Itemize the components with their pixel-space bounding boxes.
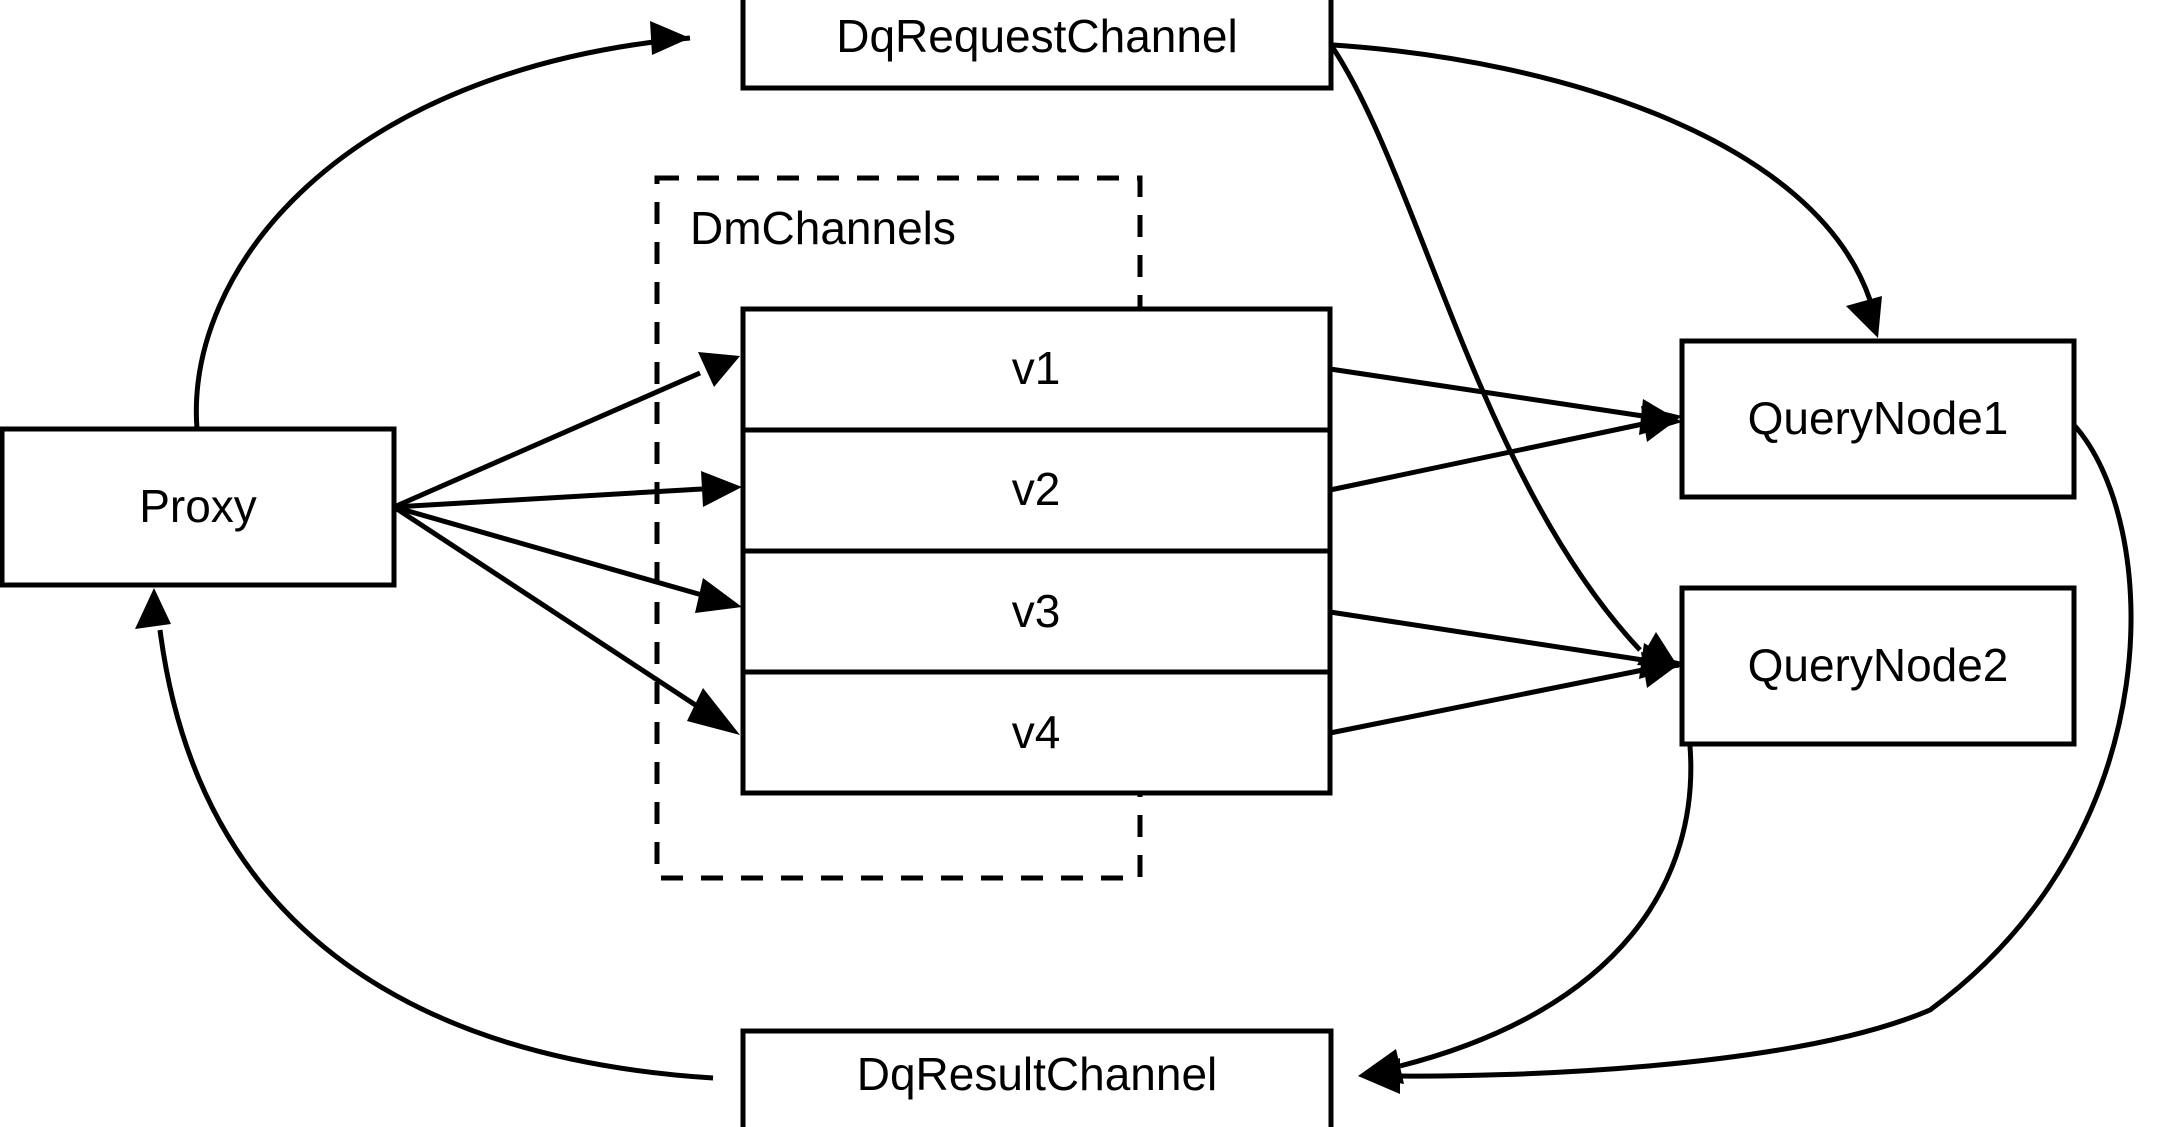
dm-channels-group: DmChannels [654,175,1143,881]
dm-channels-group-label: DmChannels [690,202,956,254]
node-dq-result-channel[interactable]: DqResultChannel [740,1028,1334,1127]
edge-proxy-to-dqrequestchannel [193,21,691,430]
edge-v2-to-querynode1 [1329,406,1682,493]
node-dq-request-channel-label: DqRequestChannel [836,10,1238,62]
edge-dqrequestchannel-to-querynode2 [1330,46,1679,668]
edge-proxy-to-v2 [393,471,742,510]
node-query-node-2[interactable]: QueryNode2 [1679,585,2077,747]
node-dq-request-channel[interactable]: DqRequestChannel [740,0,1334,91]
dm-channel-row-v3[interactable]: v3 [1012,585,1061,637]
edge-proxy-to-v3 [393,504,742,613]
node-proxy-label: Proxy [139,480,257,532]
node-query-node-1-label: QueryNode1 [1748,392,2009,444]
dm-channel-row-v1[interactable]: v1 [1012,342,1061,394]
edge-dqrequestchannel-to-querynode1 [1332,42,1882,338]
edge-querynode2-to-dqresultchannel [1358,745,1694,1084]
node-dq-result-channel-label: DqResultChannel [857,1048,1218,1100]
dm-channel-row-v2[interactable]: v2 [1012,463,1061,515]
edge-querynode1-to-dqresultchannel [1358,423,2134,1094]
node-query-node-1[interactable]: QueryNode1 [1679,338,2077,500]
edge-proxy-to-v1 [392,352,740,510]
edge-v3-to-querynode2 [1329,609,1682,679]
node-query-node-2-label: QueryNode2 [1748,639,2009,691]
node-proxy[interactable]: Proxy [0,426,397,588]
dm-channel-row-v4[interactable]: v4 [1012,706,1061,758]
edge-proxy-to-v4 [392,504,740,735]
dm-channels-stack: v1 v2 v3 v4 [740,306,1333,796]
edge-dqresultchannel-to-proxy [135,588,714,1081]
edge-v4-to-querynode2 [1329,652,1682,736]
